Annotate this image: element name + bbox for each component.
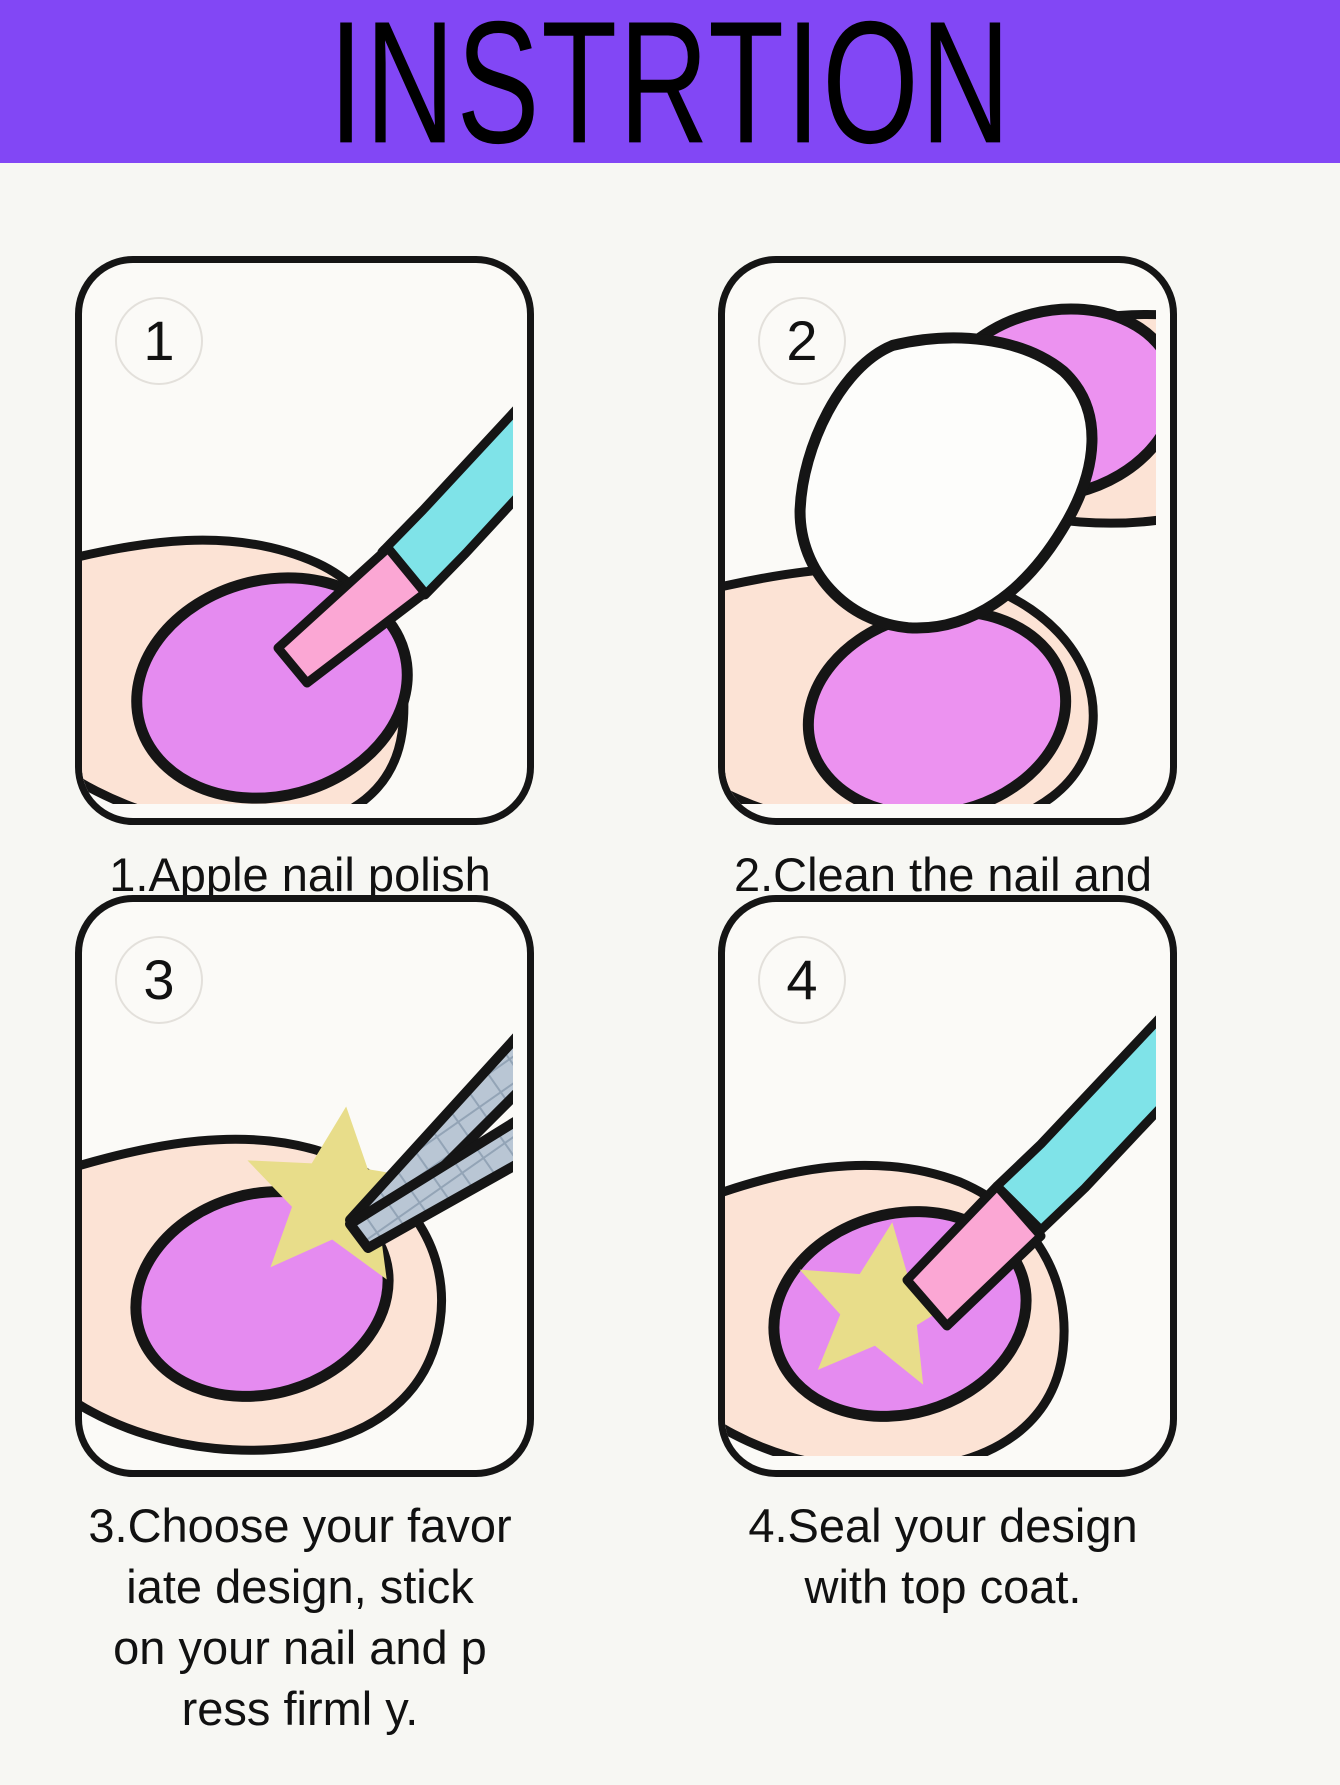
step-4-artwork	[725, 1015, 1156, 1456]
step-3-artwork	[82, 1033, 513, 1455]
step-number-2: 2	[786, 309, 818, 372]
step-illustration-2	[718, 256, 1177, 825]
step-badge-3: 3	[115, 936, 203, 1024]
step-2-artwork	[725, 303, 1156, 804]
step-caption-4: 4.Seal your design with top coat.	[748, 1499, 1138, 1614]
steps-grid: 1 1.Apple nail polish and let dry. 2 2.C…	[0, 163, 1340, 1785]
step-badge-4: 4	[758, 936, 846, 1024]
step-cell-3: 3 3.Choose your favor iate design, stick…	[75, 895, 534, 1755]
brush-tip-icon	[273, 543, 430, 688]
step-number-3: 3	[143, 948, 175, 1011]
step-badge-2: 2	[758, 297, 846, 385]
cotton-wipe-icon	[794, 332, 1098, 634]
header-banner: INSTRTION	[0, 0, 1340, 163]
step-badge-1: 1	[115, 297, 203, 385]
step-caption-3: 3.Choose your favor iate design, stick o…	[88, 1499, 512, 1736]
step-illustration-1	[75, 256, 534, 825]
nail-plate-icon	[130, 1186, 394, 1402]
tweezers-lower-arm-icon	[345, 1117, 513, 1253]
step-number-4: 4	[786, 948, 818, 1011]
brush-handle-icon	[992, 1015, 1156, 1235]
step-number-1: 1	[143, 309, 175, 372]
step-1-artwork	[82, 406, 513, 804]
step-cell-2: 2 2.Clean the nail and free from oil.	[718, 256, 1177, 962]
step-cell-1: 1 1.Apple nail polish and let dry.	[75, 256, 534, 962]
step-cell-4: 4 4.Seal your design with top coat.	[718, 895, 1177, 1755]
page-title: INSTRTION	[328, 0, 1012, 163]
